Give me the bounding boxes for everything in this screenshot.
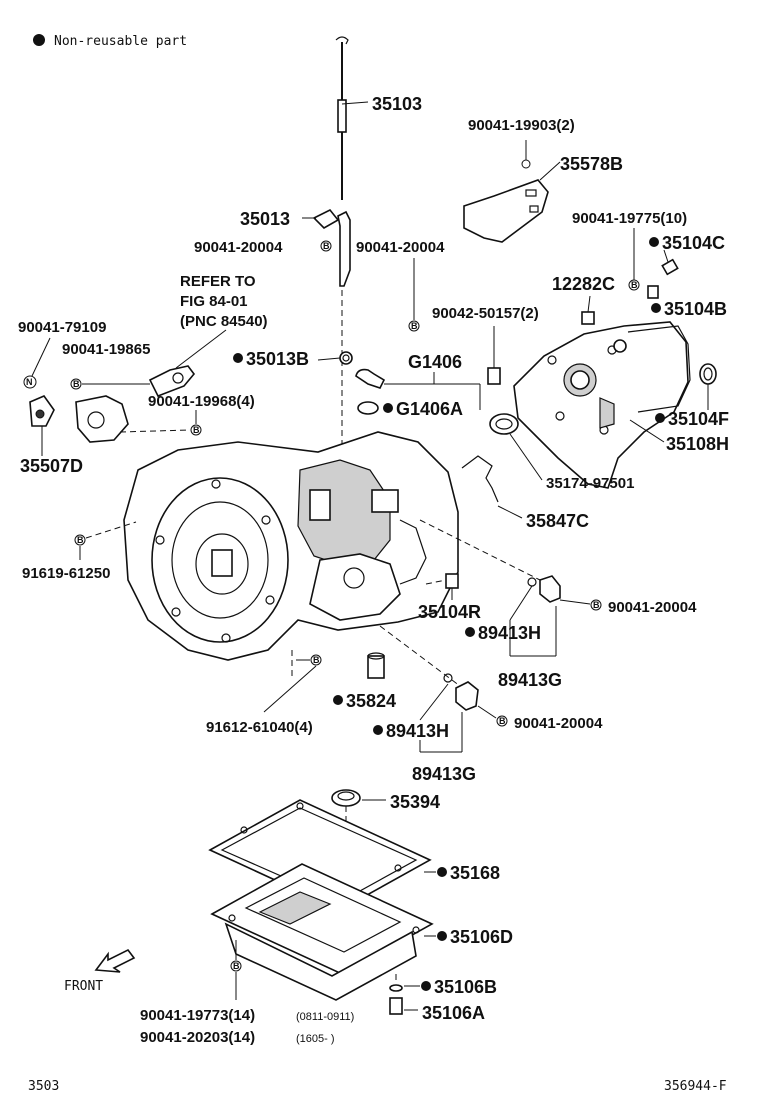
- part-35394-label[interactable]: 35394: [390, 792, 440, 812]
- part-g1406a-label[interactable]: G1406A: [396, 399, 463, 419]
- part-35013b-label[interactable]: 35013B: [246, 349, 309, 369]
- part-35578b-label[interactable]: 35578B: [560, 154, 623, 174]
- legend-text: Non-reusable part: [54, 34, 187, 49]
- svg-text:N: N: [26, 377, 33, 387]
- refer-line3: (PNC 84540): [180, 313, 268, 330]
- part-35106d-label[interactable]: 35106D: [450, 927, 513, 947]
- svg-text:B: B: [233, 961, 240, 971]
- part-89413h-b-label[interactable]: 89413H: [386, 721, 449, 741]
- part-35168-label[interactable]: 35168: [450, 863, 500, 883]
- part-35106b-label[interactable]: 35106B: [434, 977, 497, 997]
- part-35104r-label[interactable]: 35104R: [418, 602, 481, 622]
- footer-right: 356944-F: [664, 1079, 727, 1094]
- svg-text:B: B: [499, 716, 506, 726]
- part-90041-19903-label[interactable]: 90041-19903(2): [468, 117, 575, 134]
- part-90041-19865-label[interactable]: 90041-19865: [62, 341, 150, 358]
- svg-text:B: B: [323, 241, 330, 251]
- part-90041-19968-label[interactable]: 90041-19968(4): [148, 393, 255, 410]
- part-35106a-label[interactable]: 35106A: [422, 1003, 485, 1023]
- front-arrow-icon: [94, 948, 136, 973]
- part-90041-20004-b-label[interactable]: 90041-20004: [356, 239, 445, 256]
- part-90041-19773-label[interactable]: 90041-19773(14): [140, 1007, 255, 1024]
- svg-text:B: B: [411, 321, 418, 331]
- part-90041-20203-label[interactable]: 90041-20203(14): [140, 1029, 255, 1046]
- front-indicator: FRONT: [64, 948, 136, 994]
- gasket-group: 35174-97501 G1406 G1406A B 35013B: [233, 258, 634, 492]
- part-12282c-label[interactable]: 12282C: [552, 274, 615, 294]
- part-35108h-label[interactable]: 35108H: [666, 434, 729, 454]
- transmission-case: [123, 431, 459, 661]
- pan-bolts: B 90041-19773(14) (0811-0911) 90041-2020…: [140, 940, 354, 1046]
- part-90041-20004-a-label[interactable]: 90041-20004: [194, 239, 283, 256]
- bracket-35578b: 90041-19903(2) 35578B: [463, 117, 623, 243]
- non-reusable-dot-icon: [33, 34, 45, 46]
- part-89413g-a-label[interactable]: 89413G: [498, 670, 562, 690]
- part-90041-20004-c-label[interactable]: 90041-20004: [608, 599, 697, 616]
- part-90041-19775-label[interactable]: 90041-19775(10): [572, 210, 687, 227]
- footer-left: 3503: [28, 1079, 59, 1094]
- svg-text:B: B: [77, 535, 84, 545]
- breather-tube: 35847C: [461, 455, 589, 531]
- part-90041-19773-note: (0811-0911): [296, 1011, 354, 1023]
- part-90041-79109-label[interactable]: 90041-79109: [18, 319, 106, 336]
- dipstick-group: 35103 35013 B 90041-20004 90041-20004: [194, 36, 445, 560]
- part-35103-label[interactable]: 35103: [372, 94, 422, 114]
- right-upper-labels: 90041-19775(10) B 35104C 12282C 35104B 9…: [432, 210, 727, 385]
- drain-plug: 35106B 35106A: [389, 974, 497, 1023]
- part-35104f-label[interactable]: 35104F: [668, 409, 729, 429]
- part-35104c-label[interactable]: 35104C: [662, 233, 725, 253]
- part-90041-20203-note: (1605- ): [296, 1033, 335, 1045]
- extension-housing: 35104F 35108H: [513, 321, 729, 489]
- svg-text:B: B: [193, 425, 200, 435]
- svg-text:B: B: [593, 600, 600, 610]
- svg-text:B: B: [73, 379, 80, 389]
- part-91612-61040-label[interactable]: 91612-61040(4): [206, 719, 313, 736]
- part-35104b-label[interactable]: 35104B: [664, 299, 727, 319]
- refer-line1: REFER TO: [180, 273, 256, 290]
- speed-sensor-lower: B 90041-20004 89413H 89413G: [373, 625, 603, 784]
- part-g1406-label[interactable]: G1406: [408, 352, 462, 372]
- part-35824-label[interactable]: 35824: [346, 691, 396, 711]
- svg-text:B: B: [631, 280, 638, 290]
- part-89413g-b-label[interactable]: 89413G: [412, 764, 476, 784]
- svg-text:B: B: [313, 655, 320, 665]
- part-91619-61250-label[interactable]: 91619-61250: [22, 565, 110, 582]
- sleeve-35824: 35824: [333, 652, 396, 711]
- part-35174-97501-label[interactable]: 35174-97501: [546, 475, 634, 492]
- part-35013-label[interactable]: 35013: [240, 209, 290, 229]
- part-35847c-label[interactable]: 35847C: [526, 511, 589, 531]
- plug-35104r: 35104R: [418, 573, 481, 622]
- oil-pan-35106d: 35106D: [210, 863, 513, 1001]
- part-35507d-label[interactable]: 35507D: [20, 456, 83, 476]
- neutral-switch-group: REFER TO FIG 84-01 (PNC 84540) 90041-791…: [18, 273, 268, 476]
- part-90042-50157-label[interactable]: 90042-50157(2): [432, 305, 539, 322]
- part-90041-20004-d-label[interactable]: 90041-20004: [514, 715, 603, 732]
- front-label: FRONT: [64, 979, 103, 994]
- legend: Non-reusable part: [33, 34, 187, 49]
- speed-sensor-upper: B 90041-20004 89413H 89413G: [419, 519, 697, 690]
- refer-line2: FIG 84-01: [180, 293, 248, 310]
